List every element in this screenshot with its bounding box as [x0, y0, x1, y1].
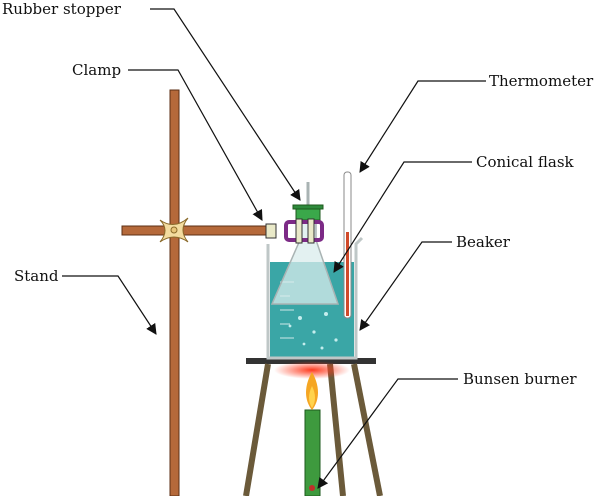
label-thermometer: Thermometer: [489, 72, 594, 90]
tripod-leg-right: [351, 363, 383, 496]
beaker-glass: [266, 236, 364, 360]
label-bunsen-burner: Bunsen burner: [463, 370, 577, 388]
leader-rubber-stopper: [150, 8, 301, 201]
thermometer: [343, 171, 352, 319]
heat-glow: [274, 361, 350, 379]
label-conical-flask: Conical flask: [476, 153, 574, 171]
tripod-leg-middle: [327, 363, 346, 496]
burner-barrel: [304, 409, 321, 496]
bunsen-burner: [304, 372, 321, 496]
water-bubbles: [288, 312, 338, 350]
label-beaker: Beaker: [456, 233, 510, 251]
leader-thermometer: [359, 80, 486, 173]
tripod: [243, 358, 383, 496]
clamp: [265, 218, 324, 244]
stand-vertical-rod: [169, 89, 180, 496]
clamp-screw-3: [307, 218, 315, 244]
conical-flask: [270, 182, 340, 305]
rubber-stopper: [292, 204, 324, 221]
leader-beaker: [359, 241, 452, 331]
leader-bunsen-burner: [317, 378, 458, 489]
thermometer-mercury: [346, 232, 349, 316]
leader-stand: [62, 275, 157, 335]
leader-lines: [62, 8, 486, 489]
clamp-screw-1: [265, 223, 277, 239]
flame-inner: [309, 386, 315, 408]
label-rubber-stopper: Rubber stopper: [2, 0, 121, 18]
clamp-jaw: [284, 220, 324, 242]
label-clamp: Clamp: [72, 61, 122, 79]
leader-conical-flask: [333, 161, 472, 273]
boss-head-knot: [159, 217, 189, 243]
tripod-leg-left: [243, 363, 271, 496]
burner-base-dot: [309, 485, 315, 491]
stopper-top: [292, 204, 324, 210]
label-stand: Stand: [14, 267, 59, 285]
stand: [121, 89, 271, 496]
clamp-screw-2: [295, 218, 303, 244]
stand-horizontal-arm: [121, 225, 271, 236]
tripod-top-plate: [246, 358, 376, 364]
leader-clamp: [128, 69, 263, 221]
